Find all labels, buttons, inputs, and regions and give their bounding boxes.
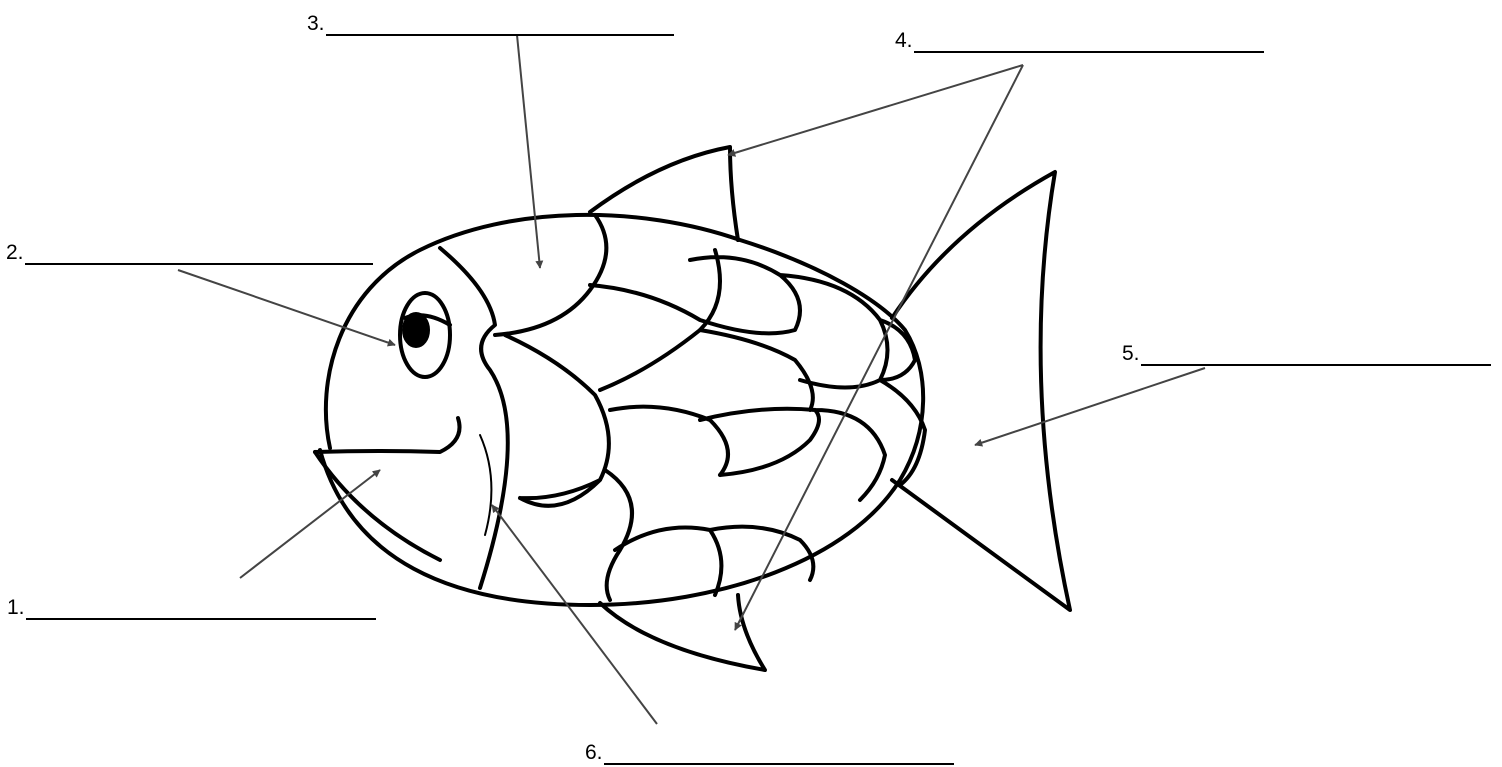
label-4-number: 4.	[895, 29, 914, 53]
label-2-number: 2.	[6, 241, 25, 265]
label-2-blank[interactable]	[25, 243, 373, 265]
pointer-line-4a	[728, 65, 1023, 155]
label-1: 1.	[7, 596, 376, 620]
fish-drawing	[315, 147, 1070, 670]
label-3-number: 3.	[307, 12, 326, 36]
bottom-fin	[600, 595, 765, 670]
label-4: 4.	[895, 29, 1264, 53]
label-6-number: 6.	[585, 741, 604, 765]
pointer-line-5	[975, 368, 1205, 445]
label-5-blank[interactable]	[1141, 344, 1491, 366]
label-5-number: 5.	[1122, 342, 1141, 366]
label-3: 3.	[307, 12, 674, 36]
pointer-line-3	[517, 35, 540, 268]
label-3-blank[interactable]	[326, 14, 674, 36]
tail-fin	[892, 172, 1070, 610]
gill-line	[440, 248, 508, 588]
scales	[495, 215, 925, 600]
mouth	[315, 418, 460, 452]
label-4-blank[interactable]	[914, 31, 1264, 53]
label-6-blank[interactable]	[604, 743, 954, 765]
pointer-lines	[178, 35, 1205, 724]
dorsal-fin	[590, 147, 738, 240]
cheek-line	[480, 435, 491, 535]
label-1-number: 1.	[7, 596, 26, 620]
label-6: 6.	[585, 741, 954, 765]
label-5: 5.	[1122, 342, 1491, 366]
pointer-line-2	[178, 270, 395, 345]
label-1-blank[interactable]	[26, 598, 376, 620]
label-2: 2.	[6, 241, 373, 265]
